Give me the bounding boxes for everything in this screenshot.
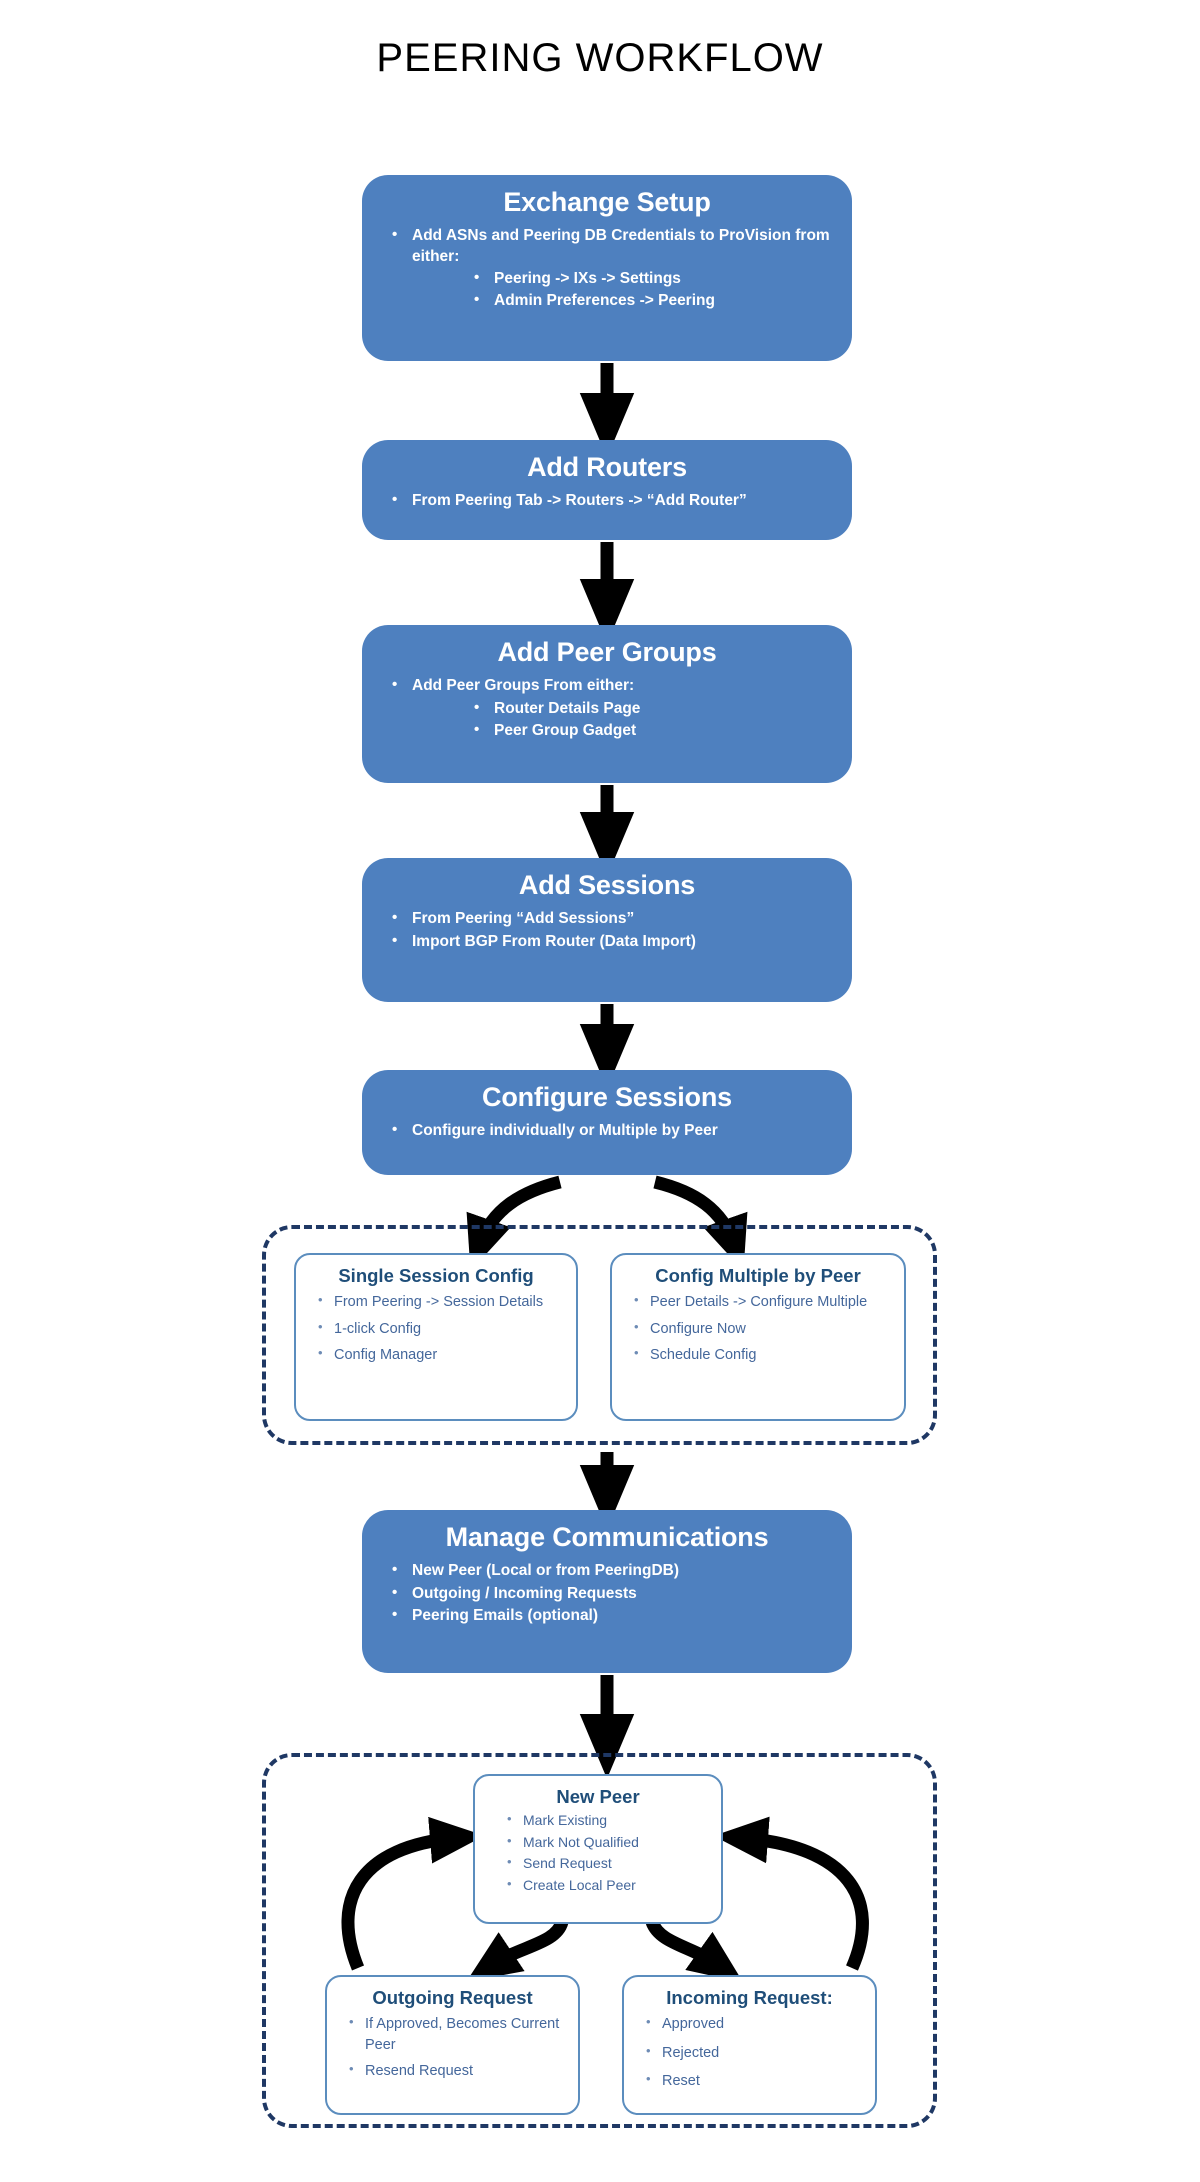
bullet-item: Router Details Page: [382, 697, 836, 719]
bullet-item: Configure individually or Multiple by Pe…: [382, 1120, 836, 1141]
bullet-item: Outgoing / Incoming Requests: [382, 1582, 836, 1604]
bullet-item: From Peering Tab -> Routers -> “Add Rout…: [382, 490, 836, 511]
subbox-new-peer[interactable]: New Peer Mark Existing Mark Not Qualifie…: [473, 1774, 723, 1924]
bullet-item: Reset: [636, 2070, 863, 2091]
stage-title: Add Peer Groups: [497, 637, 717, 667]
bullet-item: Peering -> IXs -> Settings: [382, 268, 836, 289]
config-options-group: [262, 1225, 937, 1445]
bullet-item: Configure Now: [624, 1318, 892, 1339]
subbox-title: New Peer: [556, 1786, 640, 1807]
stage-configure-sessions[interactable]: Configure Sessions Configure individuall…: [362, 1070, 852, 1175]
bullet-item: Create Local Peer: [487, 1875, 709, 1896]
stage-title: Configure Sessions: [482, 1082, 732, 1112]
bullet-item: Rejected: [636, 2042, 863, 2063]
bullet-item: Peer Group Gadget: [382, 720, 836, 741]
stage-bullet-list: New Peer (Local or from PeeringDB) Outgo…: [378, 1560, 836, 1628]
stage-bullet-list: From Peering “Add Sessions” Import BGP F…: [378, 908, 836, 954]
bullet-item: Approved: [636, 2013, 863, 2034]
subbox-title: Incoming Request:: [666, 1987, 833, 2008]
stage-bullet-list: Configure individually or Multiple by Pe…: [378, 1120, 836, 1143]
bullet-item: Admin Preferences -> Peering: [382, 290, 836, 311]
subbox-bullet-list: Peer Details -> Configure Multiple Confi…: [624, 1291, 892, 1365]
stage-bullet-list: Add ASNs and Peering DB Credentials to P…: [378, 225, 836, 314]
subbox-outgoing-request[interactable]: Outgoing Request If Approved, Becomes Cu…: [325, 1975, 580, 2115]
bullet-item: If Approved, Becomes Current Peer: [339, 2013, 566, 2055]
bullet-item: Peer Details -> Configure Multiple: [624, 1291, 892, 1312]
subbox-bullet-list: From Peering -> Session Details 1-click …: [308, 1291, 564, 1365]
bullet-item: From Peering “Add Sessions”: [382, 908, 836, 929]
bullet-item: Mark Not Qualified: [487, 1832, 709, 1853]
bullet-item: Resend Request: [339, 2060, 566, 2081]
subbox-config-multiple-by-peer[interactable]: Config Multiple by Peer Peer Details -> …: [610, 1253, 906, 1421]
page-title: PEERING WORKFLOW: [376, 36, 824, 80]
stage-title: Exchange Setup: [503, 187, 711, 217]
subbox-title: Single Session Config: [338, 1265, 534, 1286]
subbox-bullet-list: Mark Existing Mark Not Qualified Send Re…: [487, 1810, 709, 1896]
bullet-item: New Peer (Local or from PeeringDB): [382, 1560, 836, 1581]
stage-bullet-list: Add Peer Groups From either: Router Deta…: [378, 675, 836, 743]
subbox-bullet-list: If Approved, Becomes Current Peer Resend…: [339, 2013, 566, 2081]
requests-group: [262, 1753, 937, 2128]
bullet-item: Config Manager: [308, 1344, 564, 1365]
stage-add-peer-groups[interactable]: Add Peer Groups Add Peer Groups From eit…: [362, 625, 852, 783]
stage-title: Manage Communications: [445, 1522, 769, 1552]
bullet-item: 1-click Config: [308, 1318, 564, 1339]
subbox-incoming-request[interactable]: Incoming Request: Approved Rejected Rese…: [622, 1975, 877, 2115]
subbox-bullet-list: Approved Rejected Reset: [636, 2013, 863, 2091]
stage-add-sessions[interactable]: Add Sessions From Peering “Add Sessions”…: [362, 858, 852, 1002]
bullet-item: Mark Existing: [487, 1810, 709, 1831]
bullet-item: Import BGP From Router (Data Import): [382, 930, 836, 952]
subbox-title: Config Multiple by Peer: [655, 1265, 861, 1286]
stage-manage-communications[interactable]: Manage Communications New Peer (Local or…: [362, 1510, 852, 1673]
stage-add-routers[interactable]: Add Routers From Peering Tab -> Routers …: [362, 440, 852, 540]
bullet-item: Peering Emails (optional): [382, 1605, 836, 1626]
bullet-item: Add ASNs and Peering DB Credentials to P…: [382, 225, 836, 267]
bullet-item: Schedule Config: [624, 1344, 892, 1365]
bullet-item: Add Peer Groups From either:: [382, 675, 836, 696]
stage-exchange-setup[interactable]: Exchange Setup Add ASNs and Peering DB C…: [362, 175, 852, 361]
subbox-title: Outgoing Request: [372, 1987, 533, 2008]
bullet-item: Send Request: [487, 1853, 709, 1874]
bullet-item: From Peering -> Session Details: [308, 1291, 564, 1312]
subbox-single-session-config[interactable]: Single Session Config From Peering -> Se…: [294, 1253, 578, 1421]
stage-title: Add Sessions: [518, 870, 696, 900]
stage-title: Add Routers: [527, 452, 687, 482]
stage-bullet-list: From Peering Tab -> Routers -> “Add Rout…: [378, 490, 836, 513]
